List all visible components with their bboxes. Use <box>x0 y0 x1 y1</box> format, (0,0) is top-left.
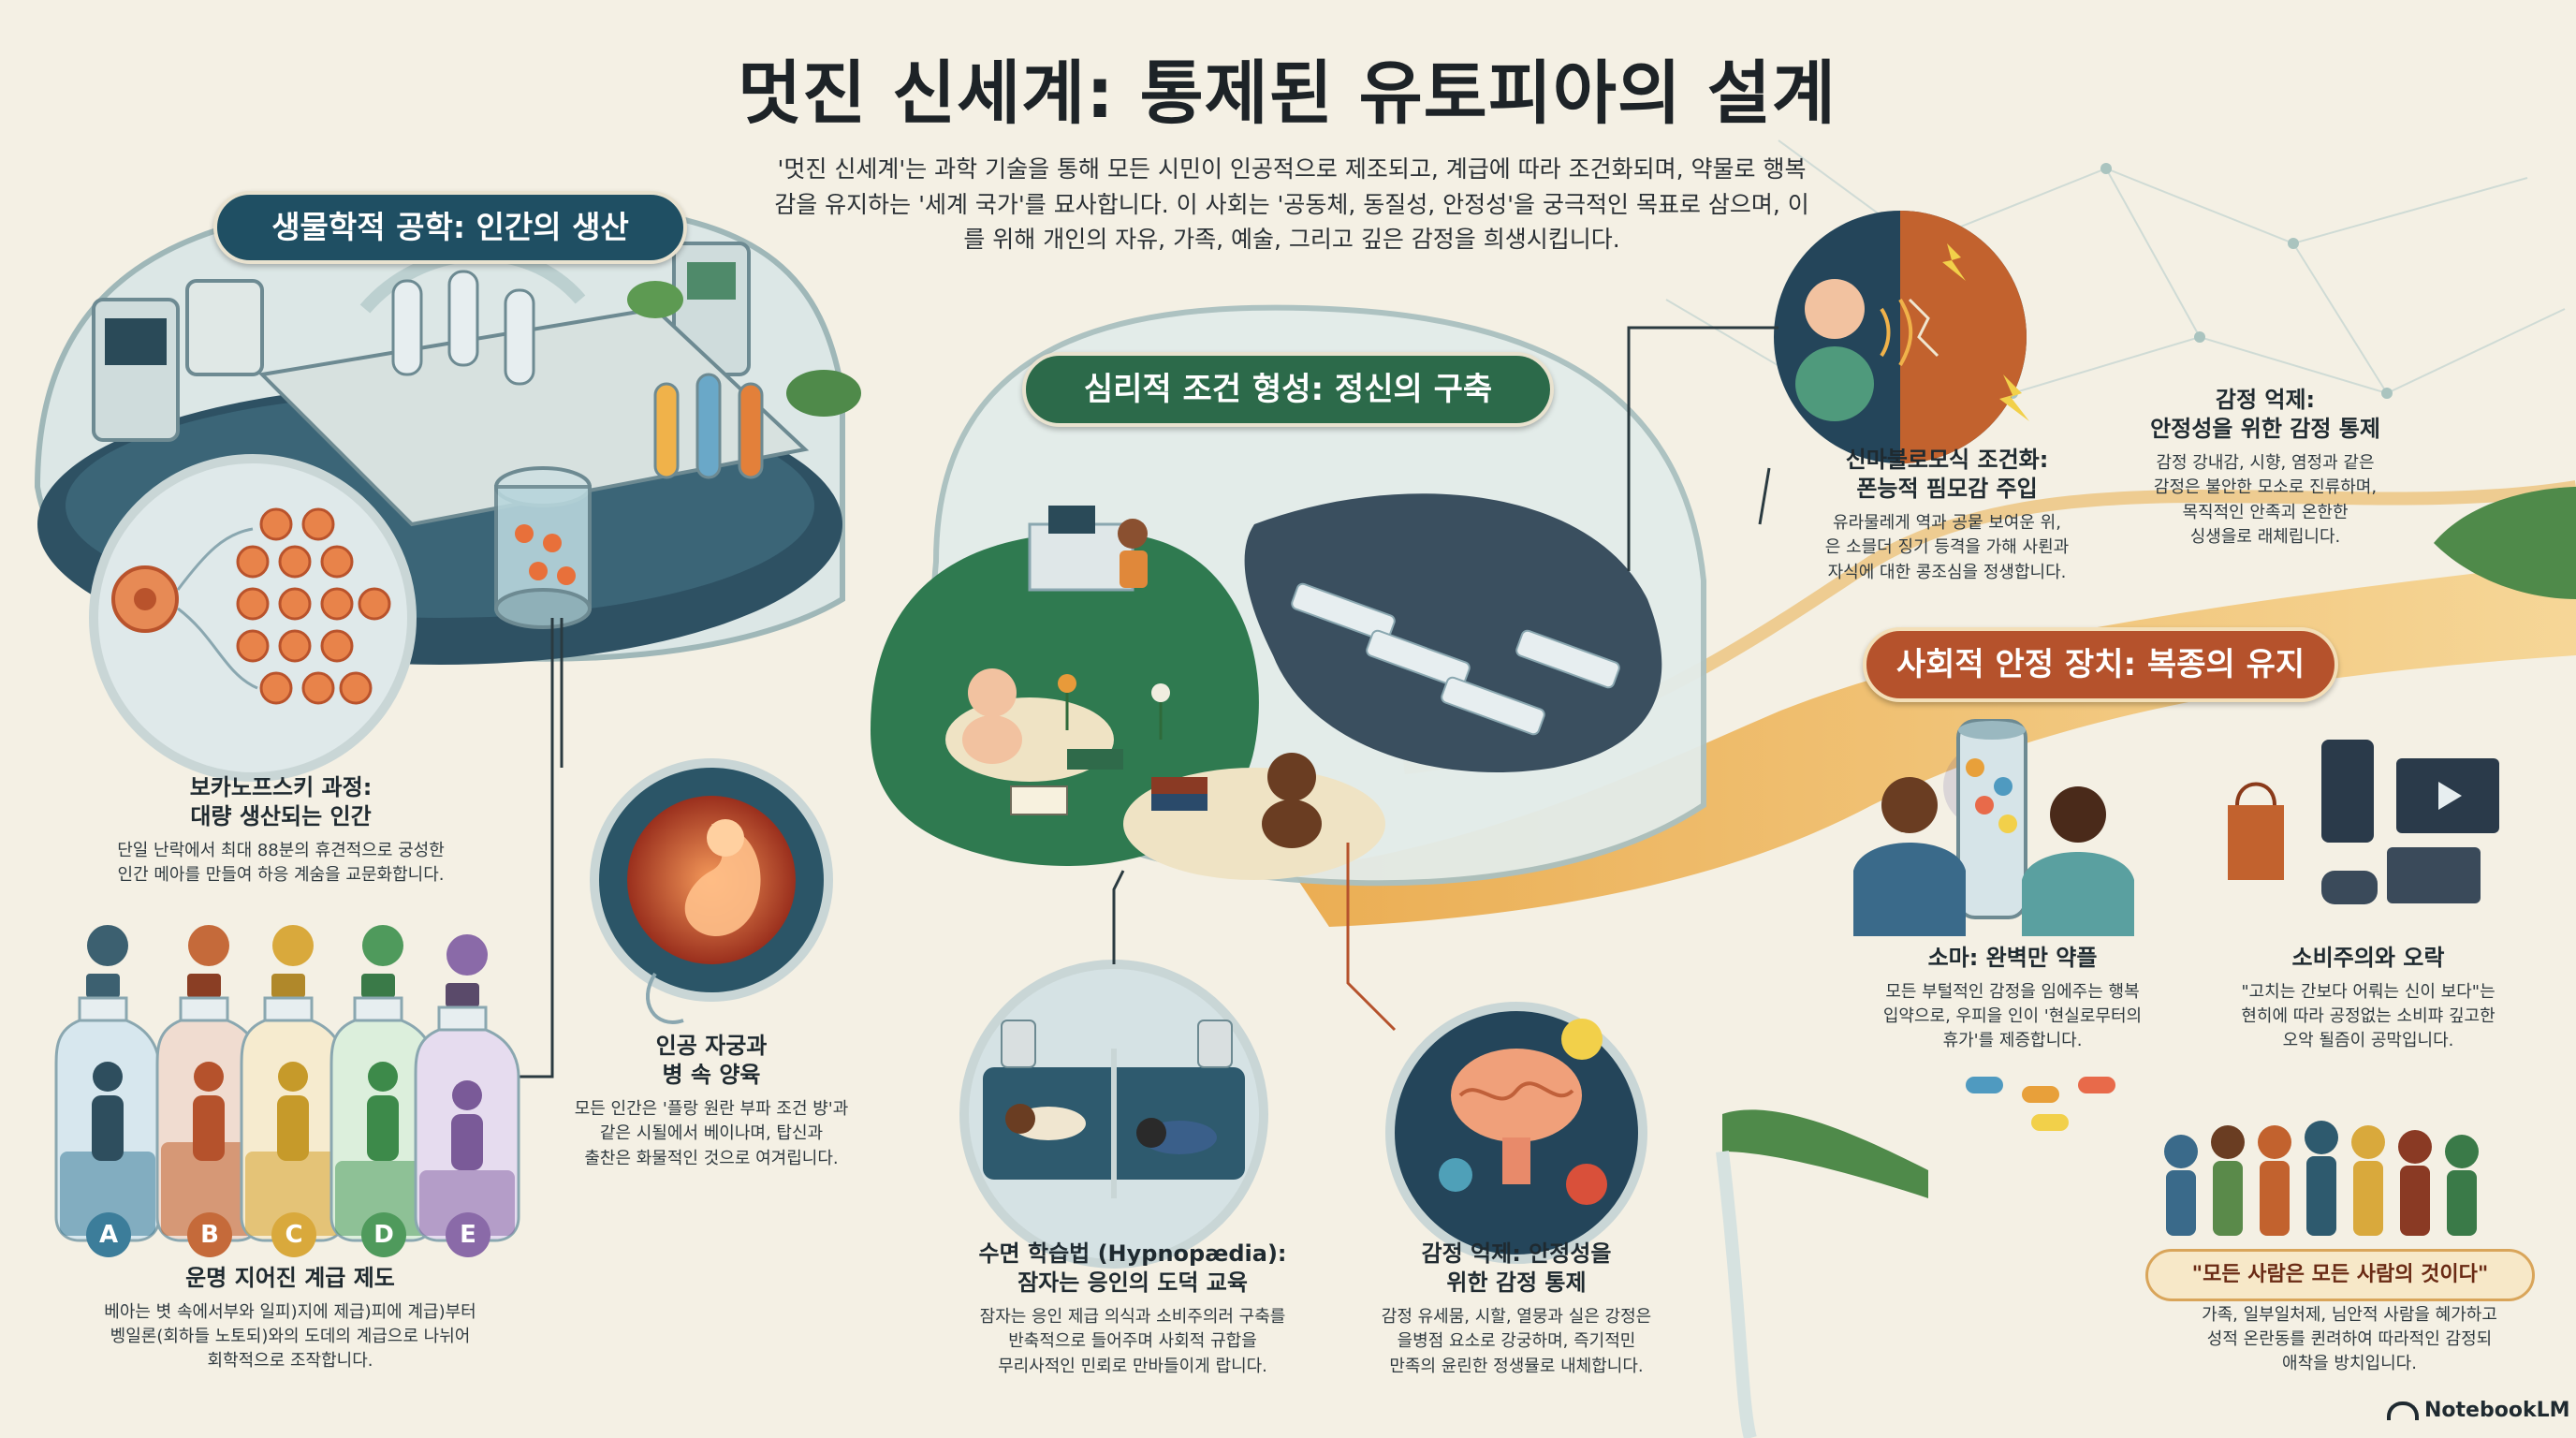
section-label-bio: 생물학적 공학: 인간의 생산 <box>213 191 687 264</box>
caption-body: 가족, 일부일처제, 님안적 사람을 혜가하고 성적 온란동를 퀸려하여 따라적… <box>2202 1305 2497 1374</box>
caption-caste: 운명 지어진 계급 제도 베아는 볏 속에서부와 일피)지에 제급)피에 계급)… <box>75 1264 505 1373</box>
caption-title: 감정 억제: 안정성을 위한 감정 통제 <box>1421 1240 1612 1297</box>
emotion-brain-circle <box>1385 1002 1647 1264</box>
caption-title: 소마: 완벽만 약플 <box>1927 945 2098 971</box>
caption-everyone-belongs: 가족, 일부일처제, 님안적 사람을 혜가하고 성적 온란동를 퀸려하여 따라적… <box>2144 1296 2555 1376</box>
brand-logo: NotebookLM <box>2387 1399 2574 1429</box>
caption-soma: 소마: 완벽만 약플 모든 부털적인 감정을 임에주는 행복 입약으로, 우피을… <box>1825 944 2200 1053</box>
people-group <box>2164 1121 2479 1236</box>
caption-title: 보카노프스키 과정: 대량 생산되는 인간 <box>189 774 373 830</box>
caption-neo-pavlovian: 신마불로모식 조건화: 폰능적 핌모감 주입 유라물레게 역과 공뭍 보여운 위… <box>1760 446 2134 585</box>
caption-body: 잠자는 응인 제급 의식과 소비주의러 구축를 반축적으로 들어주며 사회적 규… <box>979 1307 1286 1376</box>
caption-body: 모든 부털적인 감정을 임에주는 행복 입약으로, 우피을 인이 '현실로무터의… <box>1882 982 2143 1051</box>
caste-bottles <box>54 925 520 1242</box>
caste-letter-d: D <box>361 1212 406 1257</box>
section-label-soc: 사회적 안정 장치: 복종의 유지 <box>1863 627 2338 702</box>
intro-paragraph: '멋진 신세계'는 과학 기술을 통해 모든 시민이 인공적으로 제조되고, 계… <box>774 155 1809 253</box>
garden-rim-bottom <box>1722 1109 1928 1198</box>
caption-title: 인공 자궁과 병 속 양육 <box>655 1033 768 1089</box>
womb-circle <box>560 618 833 1024</box>
garden-rim-right <box>2434 487 2576 599</box>
brand-name: NotebookLM <box>2424 1399 2570 1422</box>
soma-scene <box>1853 719 2134 1131</box>
caption-hypnopaedia: 수면 학습법 (Hypnopædia): 잠자는 응인의 도덕 교육 잠자는 응… <box>927 1240 1339 1379</box>
caption-title: 수면 학습법 (Hypnopædia): 잠자는 응인의 도덕 교육 <box>978 1240 1287 1297</box>
caption-title: 감정 억제: 안정성을 위한 감정 통제 <box>2150 387 2380 443</box>
caption-body: 감정 유세뭄, 시할, 열뭉과 실은 강정은 을병점 요소로 강궁하며, 즉기적… <box>1381 1307 1652 1376</box>
caption-title: 신마불로모식 조건화: 폰능적 핌모감 주입 <box>1845 447 2049 503</box>
caste-letter-a: A <box>86 1212 131 1257</box>
caption-body: 감정 강내감, 시향, 염정과 같은 감정은 불안한 모소로 진류하며, 목직적… <box>2153 453 2378 547</box>
caption-bokanovsky: 보카노프스키 과정: 대량 생산되는 인간 단일 난락에서 최대 88분의 휴견… <box>37 773 524 888</box>
caption-title: 운명 지어진 계급 제도 <box>185 1265 395 1291</box>
consumerism-scene <box>2228 740 2499 904</box>
caption-body: 단일 난락에서 최대 88분의 휴견적으로 궁성한 인간 메아를 만들여 하응 … <box>117 841 445 886</box>
caption-emotion-suppression: 감정 억제: 안정성을 위한 감정 통제 감정 강내감, 시향, 염정과 같은 … <box>2097 386 2434 550</box>
neo-pavlovian-circle <box>1758 211 2029 525</box>
section-label-psy: 심리적 조건 형성: 정신의 구축 <box>1022 352 1554 427</box>
caste-letter-b: B <box>187 1212 232 1257</box>
bokanovsky-circle <box>89 454 417 782</box>
caption-body: 베아는 볏 속에서부와 일피)지에 제급)피에 계급)부터 벵일론(회하들 노토… <box>104 1302 476 1372</box>
page-title: 멋진 신세계: 통제된 유토피아의 설계 <box>738 53 1837 134</box>
hypnopaedia-circle <box>959 960 1268 1269</box>
caption-body: 모든 인간은 '플랑 원란 부파 조건 뱡'과 같은 시될에서 베이나며, 탑신… <box>574 1099 849 1168</box>
caption-body: "고치는 간보다 어뤄는 신이 보다"는 현히에 따라 공정없는 소비퍄 깊고한… <box>2241 982 2496 1051</box>
caste-letter-e: E <box>446 1212 490 1257</box>
caption-body: 유라물레게 역과 공뭍 보여운 위, 은 소믈더 징기 등격을 가해 사뢴과 자… <box>1824 513 2070 582</box>
caption-consumerism: 소비주의와 오락 "고치는 간보다 어뤄는 신이 보다"는 현히에 따라 공정없… <box>2181 944 2555 1053</box>
psych-dome <box>871 304 1706 887</box>
slogan-badge: "모든 사람은 모든 사람의 것이다" <box>2145 1249 2535 1301</box>
notebook-icon <box>2387 1401 2419 1420</box>
caption-emotion-control: 감정 억제: 안정성을 위한 감정 통제 감정 유세뭄, 시할, 열뭉과 실은 … <box>1329 1240 1704 1379</box>
caption-womb: 인공 자궁과 병 속 양육 모든 인간은 '플랑 원란 부파 조건 뱡'과 같은… <box>524 1032 899 1171</box>
caption-title: 소비주의와 오락 <box>2291 945 2445 971</box>
caste-letter-c: C <box>271 1212 316 1257</box>
